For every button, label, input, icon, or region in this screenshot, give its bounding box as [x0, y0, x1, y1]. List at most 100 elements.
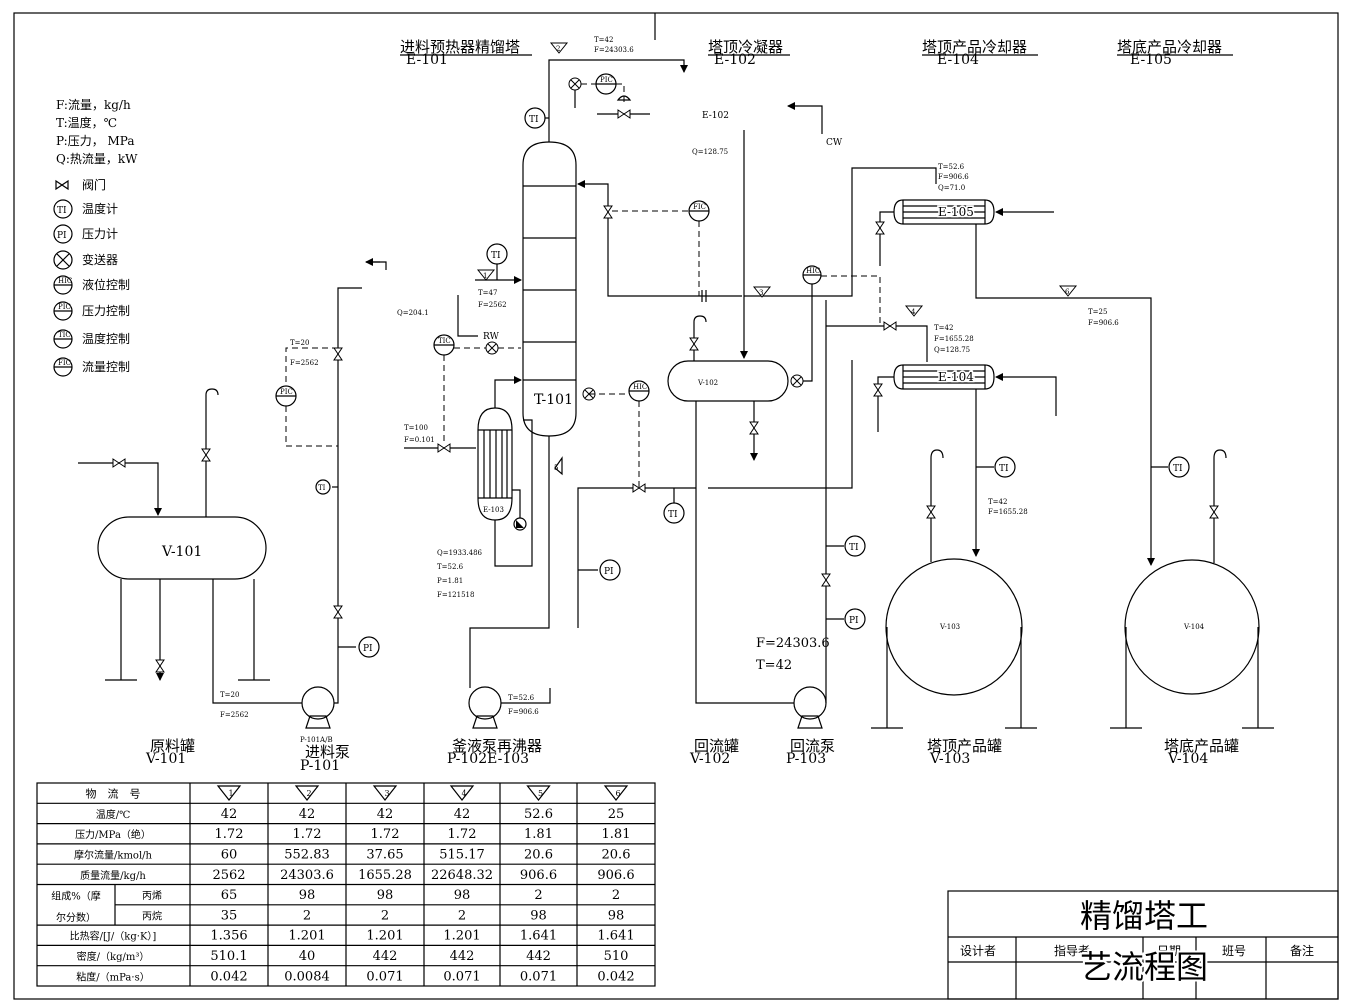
- column-t101: T-101 HIC 2 T=42 F=24303.6 PIC TI FIC: [397, 36, 742, 688]
- table-cell: 1.72: [293, 827, 322, 842]
- svg-text:进料泵: 进料泵: [305, 743, 350, 761]
- pump-p101: P-101A/B PI TI PIC T=20 F=2562: [275, 258, 387, 744]
- table-cell: 20.6: [524, 848, 553, 863]
- svg-text:T=47: T=47: [478, 289, 497, 297]
- svg-text:压力计: 压力计: [82, 227, 118, 241]
- table-cell: 442: [373, 949, 398, 964]
- svg-text:F=906.6: F=906.6: [938, 173, 969, 181]
- svg-text:回流罐: 回流罐: [694, 737, 739, 755]
- table-header-label: 物 流 号: [86, 787, 141, 801]
- table-row-label: 密度/（kg/m³）: [77, 950, 150, 963]
- svg-text:HIC: HIC: [633, 383, 647, 391]
- svg-text:备注: 备注: [1290, 943, 1314, 958]
- svg-text:阀门: 阀门: [82, 177, 106, 192]
- svg-text:1: 1: [483, 272, 487, 280]
- table-cell: 60: [221, 848, 238, 863]
- svg-text:V-102: V-102: [689, 751, 730, 767]
- stream-marker: [294, 785, 320, 801]
- table-row-label: 质量流量/kg/h: [80, 869, 146, 882]
- svg-text:TI: TI: [57, 206, 67, 216]
- table-cell: 24303.6: [280, 868, 334, 883]
- svg-text:温度控制: 温度控制: [82, 331, 130, 346]
- svg-text:TI: TI: [1173, 464, 1183, 474]
- svg-text:T=42: T=42: [594, 36, 613, 44]
- title-line-1: 精馏塔工: [1080, 897, 1208, 935]
- svg-text:P-101A/B: P-101A/B: [300, 736, 333, 744]
- svg-text:CW: CW: [826, 138, 843, 148]
- svg-text:F=906.6: F=906.6: [1088, 319, 1119, 327]
- svg-text:5: 5: [554, 464, 558, 472]
- table-cell: 98: [608, 908, 625, 923]
- table-cell: 1.356: [210, 929, 247, 944]
- svg-text:PIC: PIC: [280, 388, 293, 396]
- table-cell: 52.6: [524, 807, 553, 822]
- svg-text:F:流量，kg/h: F:流量，kg/h: [56, 98, 131, 112]
- table-cell: 1655.28: [358, 868, 412, 883]
- svg-text:P-102E-103: P-102E-103: [447, 751, 529, 767]
- header-e105: 塔底产品冷却器: [1117, 38, 1222, 56]
- table-cell: 42: [454, 807, 471, 822]
- svg-text:RW: RW: [483, 332, 500, 342]
- svg-text:TI: TI: [318, 484, 326, 492]
- table-row-label: 摩尔流量/kmol/h: [74, 849, 152, 862]
- svg-text:F=2562: F=2562: [290, 359, 319, 367]
- svg-text:PI: PI: [849, 616, 859, 626]
- svg-text:F=1655.28: F=1655.28: [988, 508, 1028, 516]
- table-row-label: 组成%（摩: [51, 890, 101, 903]
- svg-text:4: 4: [911, 308, 916, 316]
- svg-text:E-101: E-101: [406, 52, 448, 68]
- table-cell: 515.17: [439, 848, 485, 863]
- table-row-label: 粘度/（mPa·s）: [76, 970, 149, 983]
- drum-v102: V-102 HIC 3: [667, 167, 937, 704]
- svg-text:T=42: T=42: [934, 324, 953, 332]
- table-cell: 98: [377, 888, 394, 903]
- table-cell: 0.071: [520, 969, 557, 984]
- svg-text:Q:热流量，kW: Q:热流量，kW: [56, 152, 138, 166]
- pump-p102: T=52.6 F=906.6 PI TI: [468, 483, 696, 729]
- condenser-e102: E-102 Q=128.75 CW: [692, 102, 843, 359]
- svg-text:T=20: T=20: [220, 691, 239, 699]
- table-cell: 0.042: [597, 969, 634, 984]
- stream-number: 1: [228, 789, 233, 798]
- svg-text:班号: 班号: [1222, 944, 1246, 958]
- table-cell: 0.0084: [284, 969, 330, 984]
- svg-text:指导者: 指导者: [1054, 943, 1090, 958]
- legend: F:流量，kg/h T:温度，℃ P:压力， MPa Q:热流量，kW 阀门 T…: [53, 98, 138, 377]
- svg-text:V-103: V-103: [929, 751, 970, 767]
- svg-text:F=121518: F=121518: [437, 591, 474, 599]
- svg-text:E-103: E-103: [483, 506, 504, 514]
- stream-marker: [526, 785, 551, 801]
- table-cell: 1.201: [366, 929, 403, 944]
- table-cell: 1.201: [443, 929, 480, 944]
- svg-text:Q=1933.486: Q=1933.486: [437, 549, 483, 557]
- title-line-2: 艺流程图: [1080, 948, 1208, 986]
- stream-number: 5: [538, 789, 543, 798]
- svg-text:Q=128.75: Q=128.75: [934, 346, 970, 354]
- table-cell: 98: [299, 888, 316, 903]
- svg-text:F=2562: F=2562: [220, 711, 249, 719]
- table-cell: 2: [534, 888, 542, 903]
- svg-text:TI: TI: [849, 543, 859, 553]
- svg-text:V-104: V-104: [1183, 623, 1205, 631]
- table-cell: 0.042: [210, 969, 247, 984]
- svg-text:FIC: FIC: [693, 203, 706, 211]
- table-cell: 42: [221, 807, 238, 822]
- table-cell: 906.6: [597, 868, 634, 883]
- stream-number: 6: [615, 789, 620, 798]
- svg-text:T=52.6: T=52.6: [508, 694, 535, 702]
- table-cell: 2: [612, 888, 620, 903]
- svg-text:设计者: 设计者: [960, 944, 996, 958]
- valve-icon: [55, 179, 69, 191]
- svg-text:PIC: PIC: [58, 303, 71, 311]
- svg-text:V-102: V-102: [697, 379, 718, 387]
- svg-text:TI: TI: [668, 510, 678, 520]
- svg-text:液位控制: 液位控制: [82, 277, 130, 292]
- table-row-label: 丙烯: [142, 889, 162, 902]
- svg-text:塔底产品罐: 塔底产品罐: [1164, 737, 1239, 755]
- table-cell: 1.72: [215, 827, 244, 842]
- transmitter-icon: [53, 250, 73, 270]
- table-cell: 1.81: [602, 827, 631, 842]
- svg-text:P-103: P-103: [786, 751, 826, 767]
